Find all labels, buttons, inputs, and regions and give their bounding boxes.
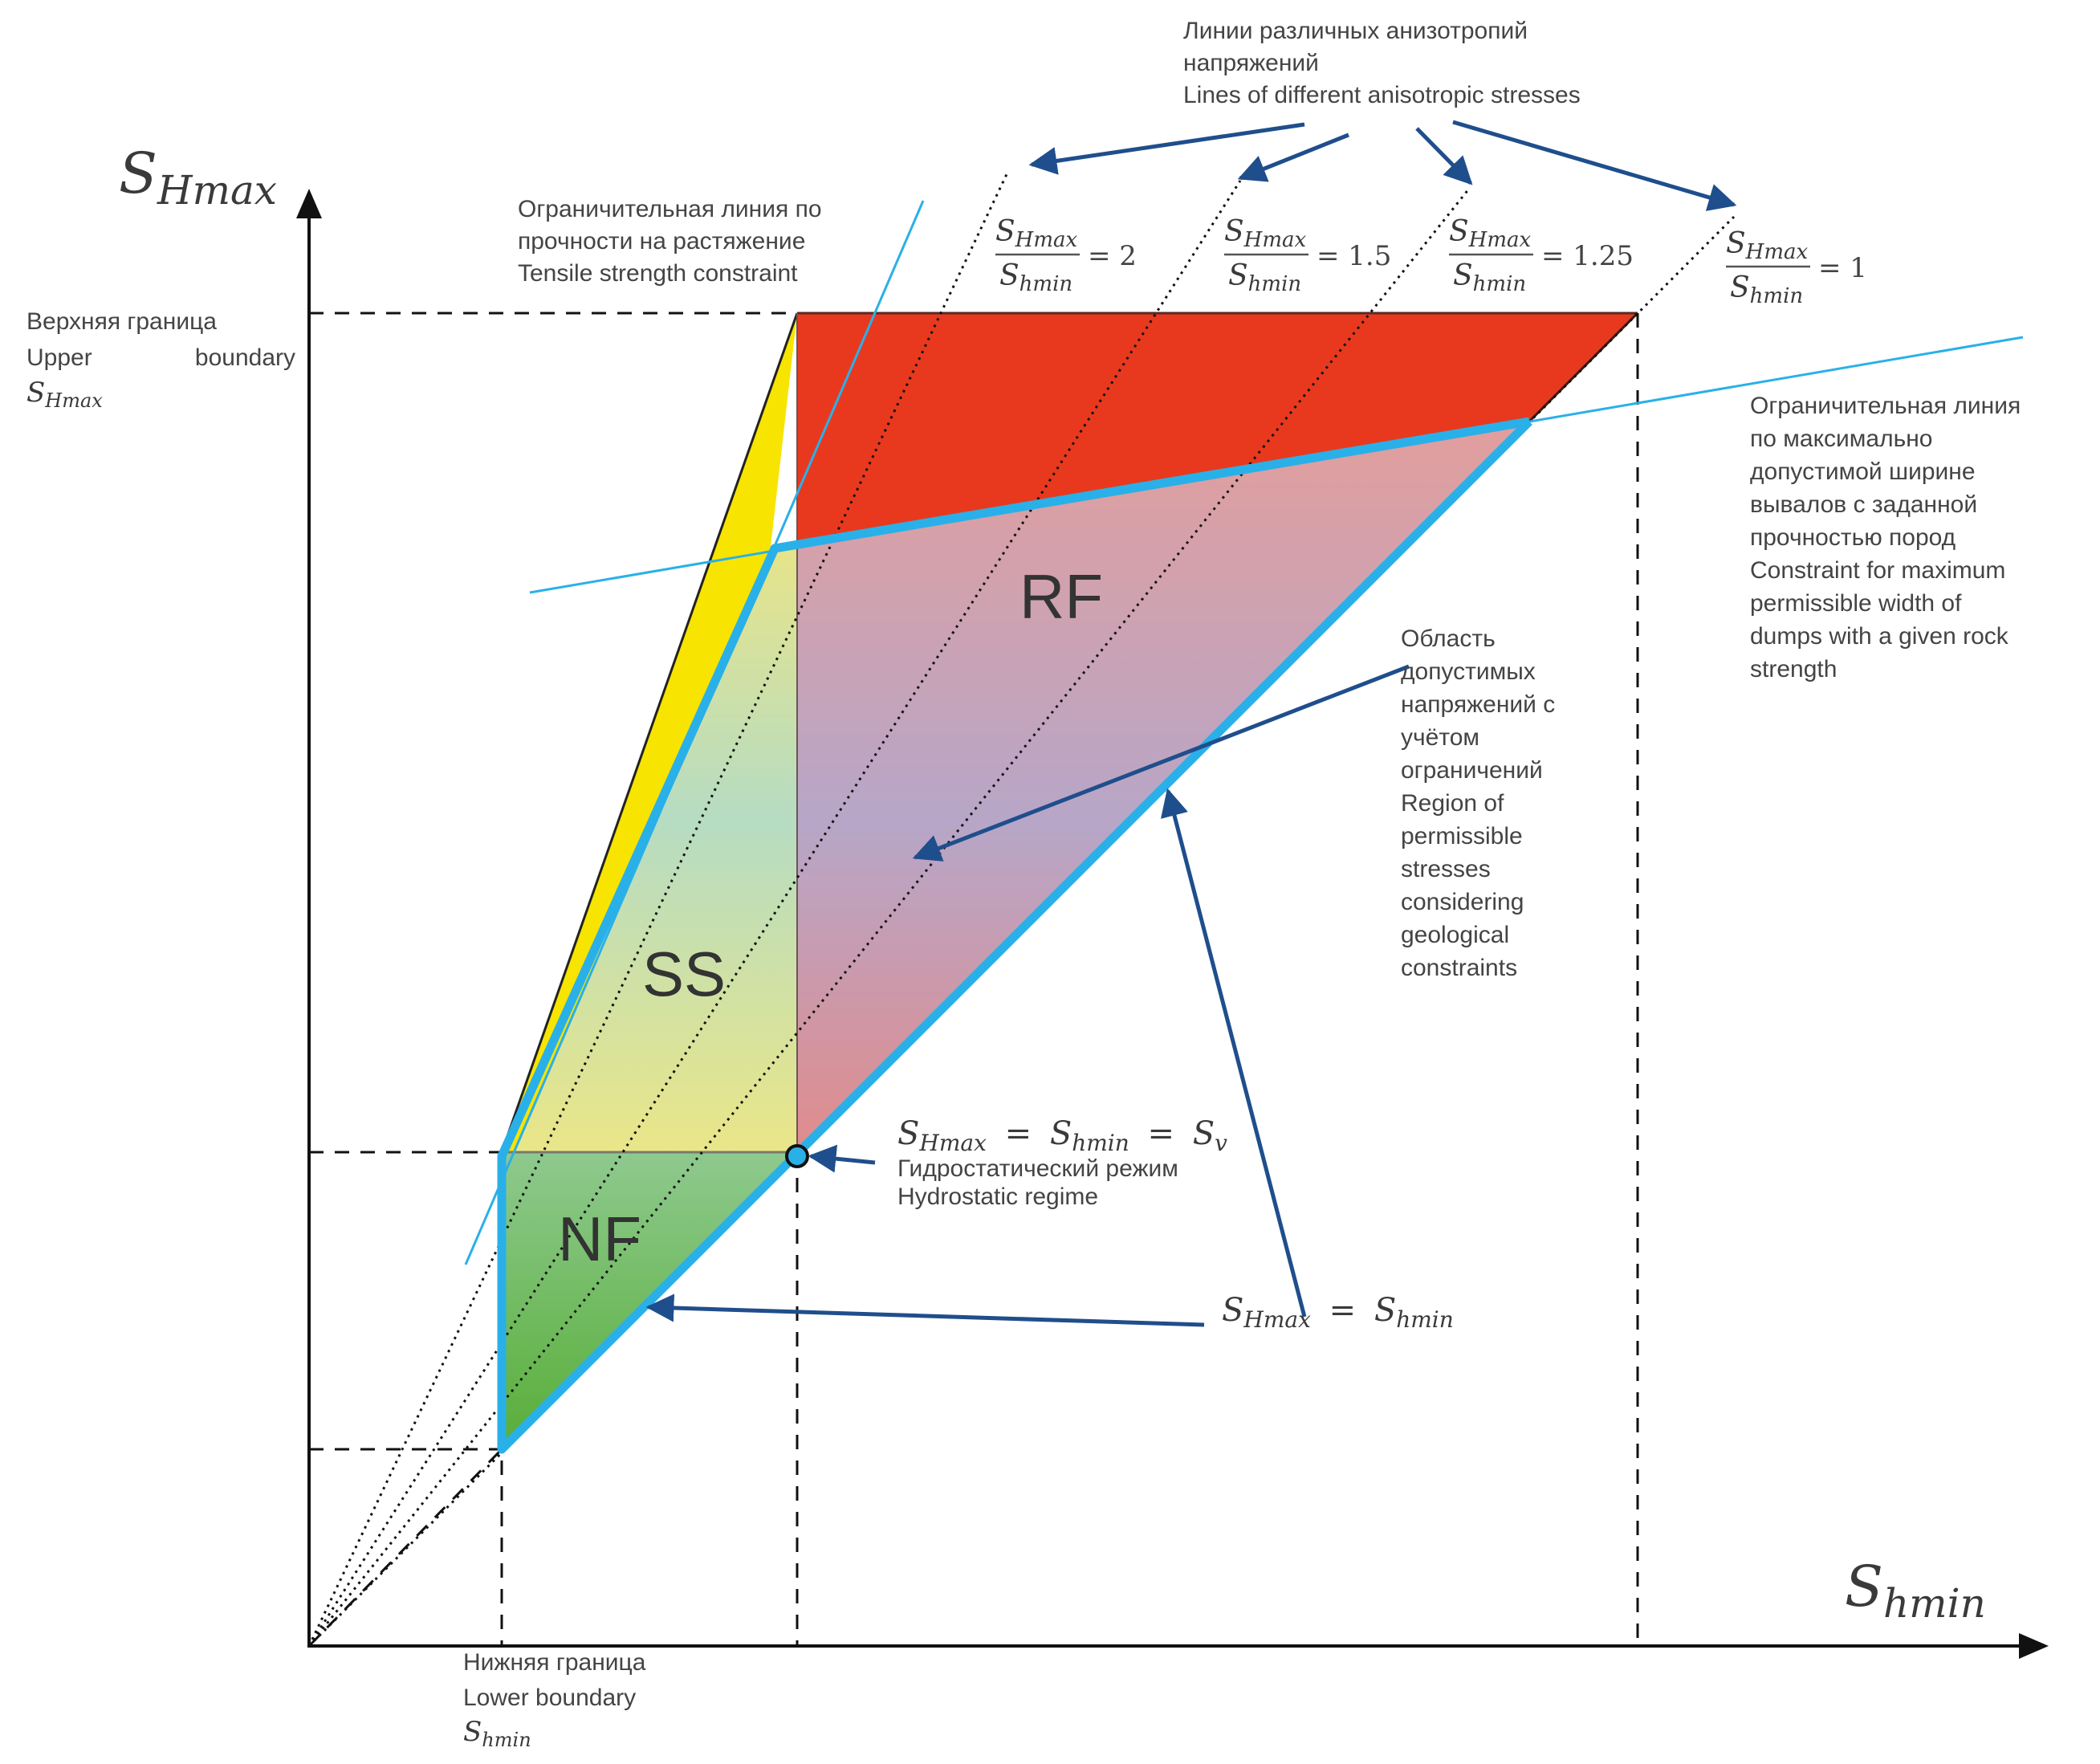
hydrostatic-label: SHmax = Shmin = Sv Гидростатический режи… (897, 1115, 1227, 1210)
hydrostatic-arrow (808, 1144, 876, 1173)
svg-text:Lower boundary: Lower boundary (463, 1685, 636, 1711)
hydrostatic-point (785, 1144, 809, 1168)
ratio-numerator: SHmax (995, 215, 1078, 252)
breakout-constraint-line-text: strength (1750, 656, 1837, 682)
yellow-left-edge (500, 312, 799, 1153)
equality-arrow-right (1160, 788, 1307, 1318)
red-region (797, 313, 1638, 546)
breakout-constraint-line-text: по максимально (1750, 426, 1933, 452)
x-axis-arrow-icon (2019, 1633, 2049, 1659)
svg-text:Нижняя граница: Нижняя граница (463, 1649, 646, 1676)
breakout-constraint-line-text: permissible width of (1750, 590, 1962, 617)
ratio-value: = 1 (1818, 252, 1867, 284)
rf-label: RF (1019, 561, 1103, 632)
permissible-region-line-text: considering (1401, 889, 1524, 915)
anisotropy-lines-title: Линии различных анизотропий напряжений L… (1183, 18, 1581, 108)
ratio-denominator: Shmin (1453, 259, 1526, 296)
permissible-region-outline (497, 417, 1532, 1454)
equality-line-label: SHmax = Shmin (1222, 1292, 1454, 1335)
tensile-constraint-label: Ограничительная линия по прочности на ра… (518, 196, 822, 287)
svg-text:SHmax: SHmax (26, 377, 103, 412)
svg-text:напряжений: напряжений (1183, 50, 1319, 76)
permissible-region-label: Область допустимых напряжений с учётом огран… (1401, 625, 1555, 981)
breakout-constraint-line-text: Ограничительная линия (1750, 393, 2021, 419)
ratio-denominator: Shmin (1228, 259, 1301, 296)
ratio-numerator: SHmax (1449, 215, 1532, 252)
breakout-constraint-label: Ограничительная линия по максимально допус… (1750, 393, 2021, 682)
ratio-denominator: Shmin (1730, 271, 1803, 308)
svg-text:прочности на растяжение: прочности на растяжение (518, 228, 805, 255)
y-axis-label: SHmax (119, 141, 277, 214)
upper-boundary-label: Верхняя граница Upper boundary SHmax (26, 308, 295, 412)
svg-text:Lines of different anisotropic: Lines of different anisotropic stresses (1183, 82, 1581, 108)
nf-label: NF (558, 1204, 641, 1274)
svg-text:Ограничительная линия по: Ограничительная линия по (518, 196, 822, 222)
svg-text:Tensile strength constraint: Tensile strength constraint (518, 260, 798, 287)
permissible-region-line-text: geological (1401, 922, 1509, 948)
anisotropy-arrow-3 (1415, 127, 1473, 185)
svg-text:boundary: boundary (195, 344, 295, 371)
right-edge (1528, 312, 1639, 423)
svg-text:Hydrostatic regime: Hydrostatic regime (897, 1183, 1098, 1210)
ratio-numerator: SHmax (1224, 215, 1307, 252)
anisotropy-arrow-4 (1452, 120, 1737, 211)
svg-text:Upper: Upper (26, 344, 92, 371)
permissible-region-line-text: stresses (1401, 856, 1491, 882)
breakout-constraint-line-text: прочностью пород (1750, 524, 1956, 551)
lower-boundary-label: Нижняя граница Lower boundary Shmin (463, 1649, 646, 1751)
permissible-region-line-text: учётом (1401, 724, 1479, 751)
permissible-region-line-text: напряжений с (1401, 691, 1555, 718)
ratio-line-1-5 (307, 180, 1242, 1647)
permissible-region-line-text: ограничений (1401, 757, 1543, 784)
breakout-constraint-line-text: Constraint for maximum (1750, 557, 2005, 584)
y-axis-arrow-icon (296, 189, 322, 218)
svg-text:Линии различных анизотропий: Линии различных анизотропий (1183, 18, 1528, 44)
ss-label: SS (642, 939, 726, 1009)
breakout-constraint-line-text: dumps with a given rock (1750, 623, 2009, 650)
equality-arrow-left (645, 1293, 1205, 1327)
ratio-line-2 (307, 172, 1009, 1647)
origin-to-lower-point-guide (307, 1448, 503, 1648)
ratio-value: = 1.5 (1317, 240, 1391, 272)
svg-text:Гидростатический режим: Гидростатический режим (897, 1155, 1178, 1182)
svg-text:Shmin: Shmin (463, 1716, 531, 1751)
permissible-region-line-text: permissible (1401, 823, 1523, 849)
breakout-constraint-line-text: допустимой ширине (1750, 458, 1976, 485)
x-axis-label: Shmin (1845, 1554, 1986, 1627)
permissible-region-line-text: допустимых (1401, 658, 1536, 685)
breakout-constraint-line-text: вывалов с заданной (1750, 491, 1977, 518)
ratio-value: = 1.25 (1541, 240, 1634, 272)
ss-region (514, 546, 797, 1152)
ratio-denominator: Shmin (999, 259, 1072, 296)
ratio-numerator: SHmax (1726, 227, 1809, 264)
ratio-value: = 2 (1088, 240, 1137, 272)
permissible-region-line-text: constraints (1401, 955, 1517, 981)
permissible-region-line-text: Region of (1401, 790, 1504, 817)
anisotropy-arrow-1 (1028, 122, 1305, 175)
permissible-region-line-text: Область (1401, 625, 1496, 652)
permissible-region-arrow (912, 664, 1410, 862)
svg-text:SHmax = Shmin: SHmax = Shmin = Sv (897, 1115, 1227, 1159)
svg-text:Верхняя граница: Верхняя граница (26, 308, 217, 335)
anisotropy-arrow-2 (1237, 132, 1349, 182)
svg-text:SHmax = Shmin: SHmax = Shmin (1222, 1292, 1454, 1335)
